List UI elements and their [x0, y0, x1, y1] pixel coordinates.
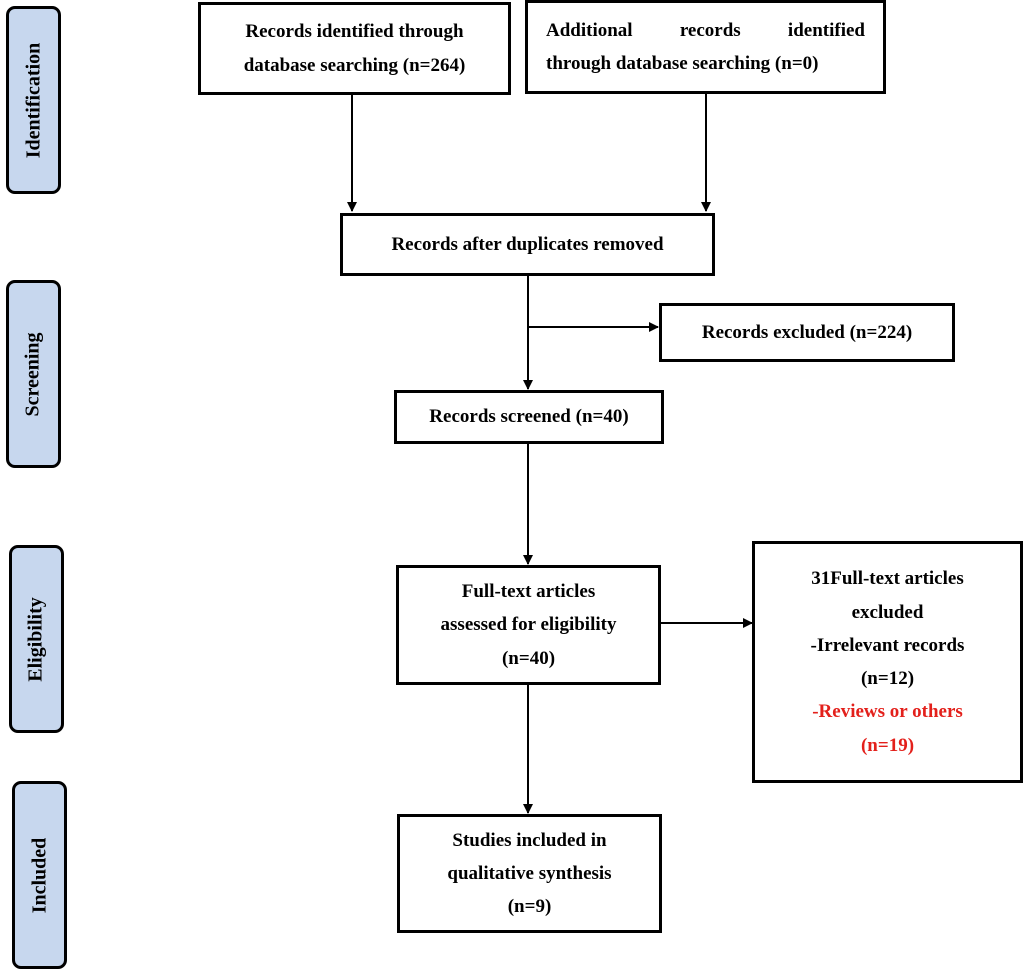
fulltext-excluded-title-1: 31Full-text articles	[811, 568, 964, 590]
fulltext-assessed-line-1: Full-text articles	[461, 581, 596, 603]
database-records-line-1: Records identified through	[245, 21, 464, 43]
irrelevant-records-label: -Irrelevant records	[810, 634, 965, 656]
additional-records-word-3: identified	[787, 19, 865, 41]
box-fulltext-assessed: Full-text articles assessed for eligibil…	[396, 565, 661, 685]
irrelevant-records-count: (n=12)	[860, 668, 915, 689]
stage-eligibility: Eligibility	[9, 545, 64, 733]
duplicates-removed-label: Records after duplicates removed	[391, 233, 664, 255]
box-records-screened: Records screened (n=40)	[394, 390, 664, 444]
stage-screening: Screening	[6, 280, 61, 468]
database-records-line-2: database searching (n=264)	[243, 54, 466, 76]
records-excluded-label: Records excluded (n=224)	[701, 321, 913, 343]
box-duplicates-removed: Records after duplicates removed	[340, 213, 715, 276]
additional-records-word-1: Additional	[546, 19, 633, 41]
records-screened-label: Records screened (n=40)	[429, 406, 629, 428]
fulltext-assessed-line-2: assessed for eligibility	[440, 614, 617, 636]
additional-records-text: Additional records identified through da…	[528, 14, 883, 81]
additional-records-line-2: through database searching (n=0)	[546, 53, 819, 74]
box-studies-included: Studies included in qualitative synthesi…	[397, 814, 662, 933]
studies-included-line-1: Studies included in	[452, 829, 607, 851]
fulltext-assessed-line-3: (n=40)	[501, 647, 556, 669]
reviews-or-others-label: -Reviews or others	[812, 701, 963, 723]
fulltext-excluded-title-2: excluded	[851, 601, 924, 623]
box-records-excluded: Records excluded (n=224)	[659, 303, 955, 362]
stage-included: Included	[12, 781, 67, 969]
reviews-or-others-count: (n=19)	[860, 734, 915, 756]
box-database-records: Records identified through database sear…	[198, 2, 511, 95]
studies-included-line-3: (n=9)	[507, 896, 552, 918]
stage-identification: Identification	[6, 6, 61, 194]
box-fulltext-excluded: 31Full-text articles excluded -Irrelevan…	[752, 541, 1023, 783]
studies-included-line-2: qualitative synthesis	[447, 862, 612, 884]
additional-records-line-1: Additional records identified	[546, 14, 865, 47]
box-additional-records: Additional records identified through da…	[525, 0, 886, 94]
additional-records-word-2: records	[679, 19, 741, 41]
